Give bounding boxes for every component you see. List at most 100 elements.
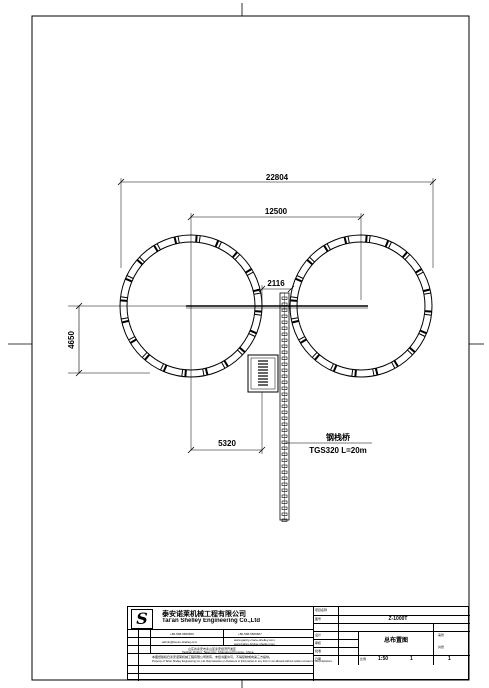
label-drawing-no: 图号 [315, 617, 322, 621]
ring-stiffener [141, 352, 148, 358]
ring-stiffener [343, 236, 348, 244]
trestle-panel [281, 410, 288, 414]
trestle-panel [281, 308, 288, 312]
ring-stiffener [121, 319, 129, 324]
ring-stiffener [423, 288, 431, 293]
trestle-panel [281, 380, 288, 384]
trestle-callout: 钢栈桥 TGS320 L=20m [285, 432, 372, 455]
ring-stiffener [248, 333, 256, 337]
ring-stiffener [153, 244, 159, 252]
ring-stiffener [291, 317, 299, 320]
email-1: admin@tai-an-shelley.com [162, 640, 198, 644]
web-2: www.bailey-bridge-shelley.com [234, 641, 275, 646]
phone-2: +86-538-6666667 [238, 632, 262, 636]
drawing-number: Z-1000T [388, 616, 408, 622]
ring-stiffener [177, 236, 180, 244]
ring-stiffener [195, 235, 198, 243]
dimension-height: 4650 [67, 302, 186, 377]
dimension-walkway-offset-label: 2116 [267, 279, 285, 288]
ring-stiffener [246, 271, 254, 276]
label-scale: 比例 [360, 657, 367, 661]
trestle-panel [281, 416, 288, 420]
label-designed: 设计 [315, 633, 322, 637]
drawing-title: 总布置图 [383, 638, 408, 644]
ring-stiffener [136, 259, 144, 266]
ring-stiffener [404, 254, 411, 260]
ring-stiffener [223, 360, 229, 368]
ring-stiffener [249, 329, 257, 335]
ring-stiffener [238, 346, 246, 353]
trestle-panel [281, 476, 288, 480]
trestle-panel [281, 494, 288, 498]
platform-box [247, 354, 279, 393]
trestle-panel [281, 398, 288, 402]
trestle-callout-spec: TGS320 L=20m [309, 446, 367, 455]
scale-value: 1:50 [378, 656, 389, 662]
ring-stiffener [415, 268, 423, 274]
ring-stiffener [129, 338, 137, 344]
ring-stiffener [234, 254, 241, 260]
trestle-panel [281, 356, 288, 360]
label-sheet: 第张 [438, 633, 445, 637]
ring-stiffener [254, 313, 262, 316]
dimension-lower-offset-label: 5320 [218, 439, 236, 448]
sheet-border [31, 15, 470, 681]
trestle-panel [281, 332, 288, 336]
ring-stiffener [181, 369, 184, 377]
trestle-panel [281, 446, 288, 450]
label-approved: 批准 [315, 649, 322, 653]
trestle-panel [281, 488, 288, 492]
trestle-panel [281, 302, 288, 306]
ring-stiffener [330, 363, 334, 371]
ring-stiffener [128, 336, 136, 341]
ring-stiffener [418, 333, 426, 337]
address-en: Taishan Dstrict, Taian City, Shandong Pr… [182, 650, 254, 654]
trestle-panel [281, 470, 288, 474]
trestle-panel [281, 386, 288, 390]
ring-stiffener [298, 336, 306, 341]
ring-stiffener [162, 364, 168, 372]
sheet-value: 1 [410, 656, 413, 662]
title-block: S 泰安诺莱机械工程有限公司 Tai'an Shelley Engineerin… [127, 606, 470, 681]
trestle-panel [281, 464, 288, 468]
ring-stiffener [184, 369, 187, 377]
ring-stiffener [214, 240, 220, 248]
ring-stiffener [160, 363, 164, 371]
steel-trestle [279, 292, 290, 522]
ring-stiffener [231, 251, 238, 259]
ring-stiffener [290, 299, 298, 302]
ring-stiffener [393, 360, 399, 368]
sheets-value: 1 [448, 656, 451, 662]
ring-stiffener [424, 313, 432, 316]
trestle-panel [281, 404, 288, 408]
company-name-en: Tai'an Shelley Engineering Co.,Ltd [162, 618, 260, 624]
trestle-panel [281, 506, 288, 510]
ring-stiffener [126, 275, 134, 279]
copyright-cn: 本图纸版权归泰安诺莱机械工程有限公司所有，未经书面许可，不得复制或向第三方提供。 [152, 655, 273, 659]
ring-stiffener [125, 277, 133, 283]
dimension-lower-offset: 5320 [187, 392, 266, 454]
ring-stiffener [365, 235, 368, 243]
trestle-panel [281, 368, 288, 372]
ring-stiffener [401, 251, 408, 259]
dimension-overall: 22804 [117, 173, 437, 268]
trestle-panel [281, 338, 288, 342]
ring-stiffener [323, 244, 329, 252]
ring-stiffener [423, 292, 431, 295]
trestle-panel [281, 512, 288, 516]
ring-stiffener [237, 349, 243, 356]
trestle-panel [281, 500, 288, 504]
ring-stiffener [221, 361, 226, 369]
ring-stiffener [354, 369, 357, 377]
ring-stiffener [253, 292, 261, 295]
ring-stiffener [218, 241, 222, 249]
ring-stiffener [245, 268, 253, 274]
trestle-panel [281, 296, 288, 300]
ring-stiffener [120, 296, 128, 299]
ring-stiffener [253, 288, 261, 293]
dimension-spacing: 12500 [187, 207, 365, 450]
ring-stiffener [374, 368, 379, 376]
ring-stiffener [368, 235, 371, 243]
ring-stiffener [204, 368, 209, 376]
